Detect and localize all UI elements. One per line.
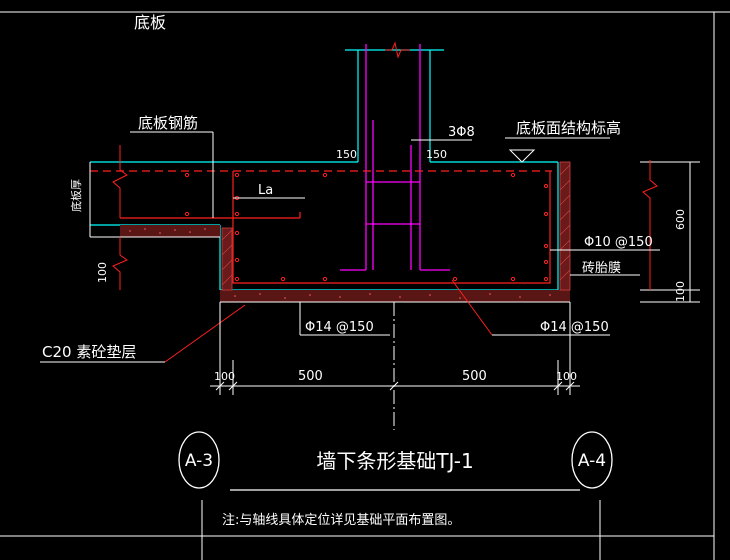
dim-100-right: 100 [674,281,687,302]
top-label: 底板 [134,13,166,32]
dim-500-b: 500 [462,369,487,384]
side-rebar-label: Φ10 @150 [584,235,653,250]
brick-form-label: 砖胎膜 [582,261,621,276]
top-level-triangle [508,149,536,163]
wall [345,49,444,162]
dim-100-b2: 100 [556,370,577,383]
wall-break-mark [385,41,410,59]
brick-form-right [559,161,571,291]
rebar-dots [184,172,549,282]
brick-hatch [221,164,571,286]
cushion-label: C20 素砼垫层 [42,343,136,361]
dim-150-b: 150 [426,148,447,161]
slab-rebar-label: 底板钢筋 [138,114,198,132]
top-level-label: 底板面结构标高 [516,119,621,137]
axis-right-label: A-4 [578,451,606,471]
wall-rebar [340,44,450,271]
cushion-left [120,225,220,237]
left-break-marks [112,145,129,290]
la-label: La [258,183,273,198]
right-break-marks [642,160,658,290]
slab-thickness-label: 底板厚 [69,179,83,212]
dim-500-a: 500 [298,369,323,384]
axis-left-label: A-3 [185,451,213,471]
cushion-bottom [220,290,570,302]
bottom-rebar-right-label: Φ14 @150 [540,320,609,335]
dim-100-b1: 100 [214,370,235,383]
axis-bubble-right [571,431,613,489]
stirrup-label: 3Φ8 [448,125,475,140]
axis-bubble-left [178,431,220,489]
cushion-leader-slant [164,304,246,363]
slab-rebar [90,170,552,284]
right-dimension-lines [640,161,700,303]
cushion-dots [129,228,551,299]
dim-100-left: 100 [96,262,109,283]
bottom-rebar-left-label: Φ14 @150 [305,320,374,335]
note-text: 注:与轴线具体定位详见基础平面布置图。 [222,513,460,528]
dim-600: 600 [674,209,687,230]
bottom-rebar-leader-right-slant [451,279,493,336]
brick-form-left [221,227,233,291]
dim-150-a: 150 [336,148,357,161]
drawing-title: 墙下条形基础TJ-1 [316,449,473,473]
bottom-dimension-lines [210,302,580,395]
